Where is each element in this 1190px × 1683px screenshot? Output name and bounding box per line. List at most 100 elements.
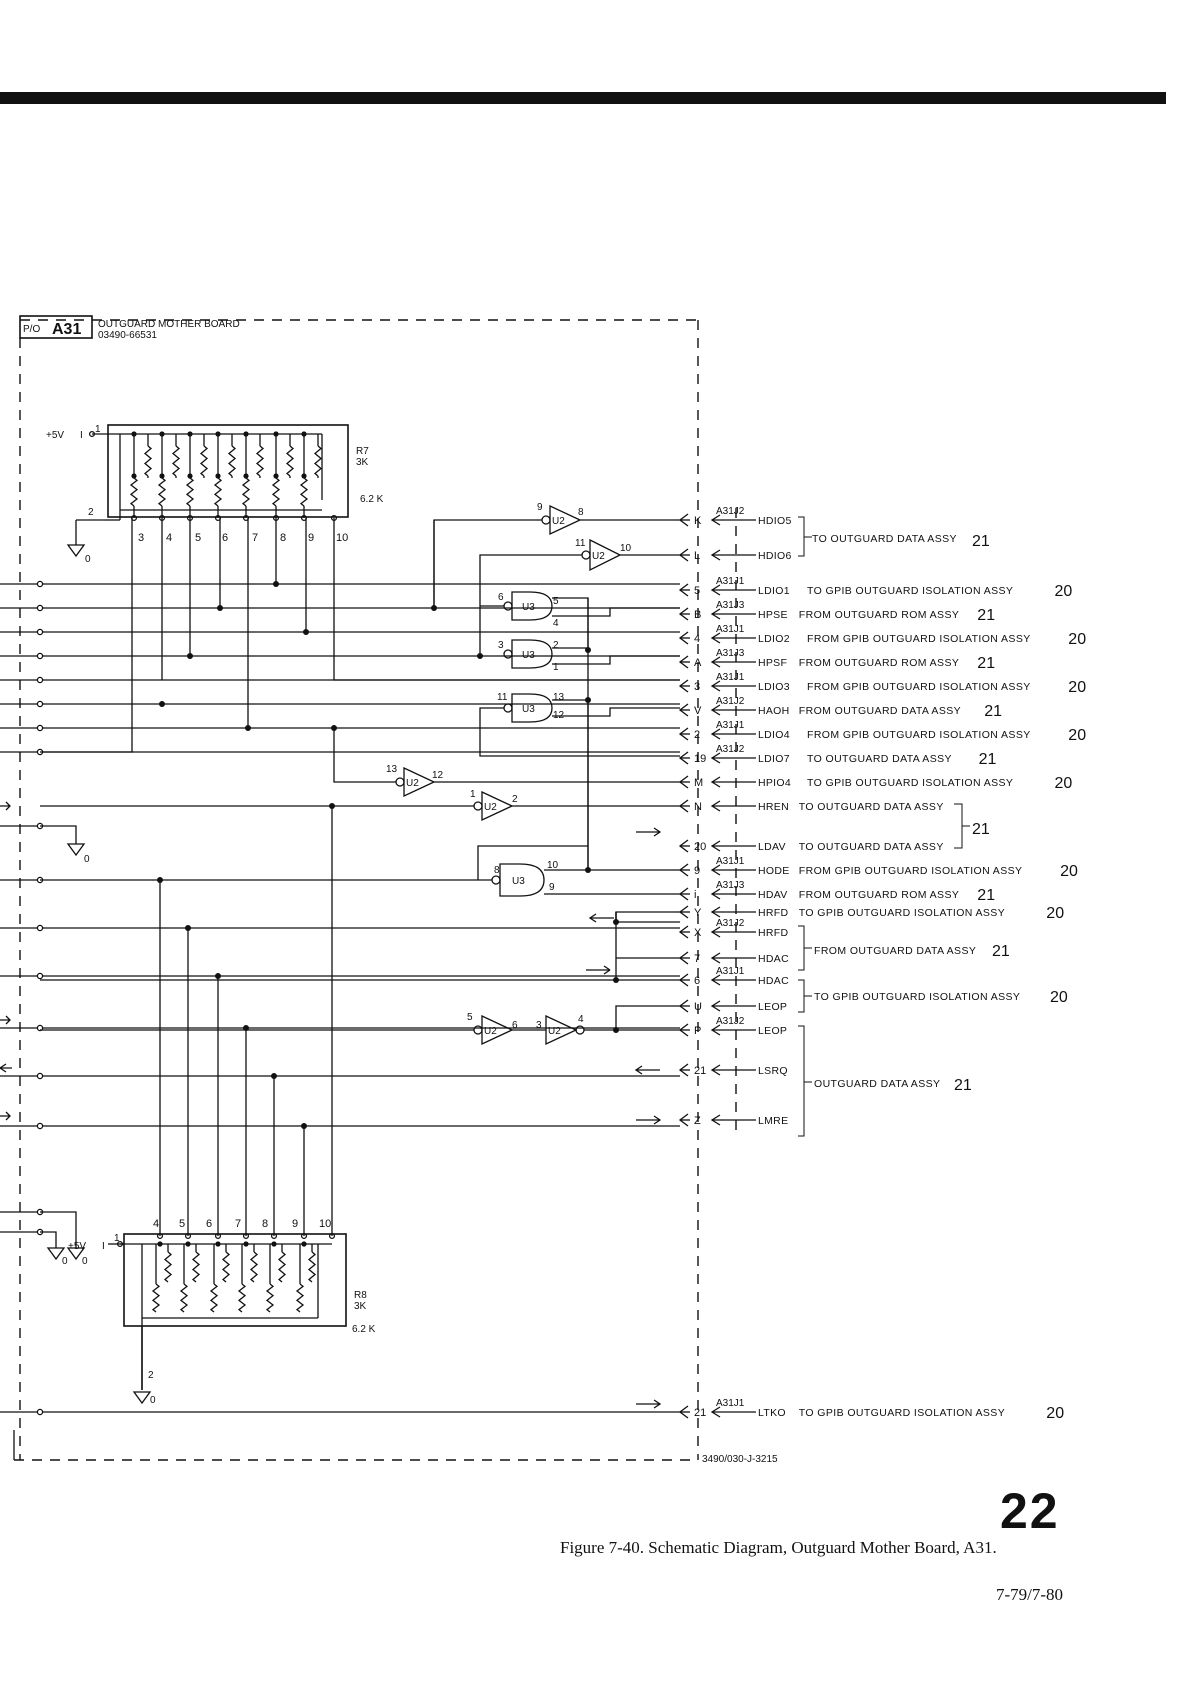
- connector-signal: LDIO3: [758, 681, 790, 693]
- connector-signal: HDIO6: [758, 550, 792, 562]
- connector-signal: LEOP: [758, 1001, 787, 1013]
- left-bus-lines: [0, 580, 680, 1416]
- connector-pin-label: 20: [694, 841, 706, 853]
- connector-signal: LDIO4: [758, 729, 790, 741]
- connector-signal: HREN: [758, 801, 789, 813]
- board-name: OUTGUARD MOTHER BOARD: [98, 319, 240, 330]
- sheet-number: 22: [1000, 1483, 1060, 1539]
- connector-destination: TO GPIB OUTGUARD ISOLATION ASSY: [799, 907, 1005, 919]
- r8-pin-5: 5: [179, 1218, 185, 1230]
- connector-pin-label: 4: [694, 633, 700, 645]
- left-ground-label-2: 0: [62, 1256, 68, 1267]
- bus-line: [0, 652, 44, 660]
- connector-sheet-ref: 20: [1068, 631, 1086, 648]
- connector-destination: TO OUTGUARD DATA ASSY: [799, 841, 944, 853]
- connector-ref: A31J1: [716, 672, 745, 683]
- connector-pin-label: P: [694, 1025, 701, 1037]
- bracket-sheet: 21: [972, 821, 990, 838]
- r7-pin-6: 6: [222, 532, 228, 544]
- figure-caption: Figure 7-40. Schematic Diagram, Outguard…: [560, 1538, 997, 1557]
- connector-sheet-ref: 20: [1068, 727, 1086, 744]
- r8-value-a: 3K: [354, 1301, 367, 1312]
- gate-u3-6-5-4: U3 6 5 4: [480, 591, 680, 870]
- connector-pin-label: 21: [694, 1065, 706, 1077]
- r7-resistor: [213, 431, 237, 522]
- gate-u2-13-12: U2 13 12: [333, 730, 680, 798]
- bracket-groups: TO OUTGUARD DATA ASSY 21 21 FROM OUTGUAR…: [798, 516, 1068, 1137]
- connector-sheet-ref: 21: [977, 655, 995, 672]
- connector-pin-label: 7: [694, 953, 700, 965]
- resistor-pack-wiring: [40, 518, 680, 1236]
- gate-u2-1-2: U2 1 2: [40, 789, 680, 822]
- connector-sheet-ref: 21: [984, 703, 1002, 720]
- connector-sheet-ref: 20: [1068, 679, 1086, 696]
- left-ground-label-3: 0: [82, 1256, 88, 1267]
- r8-resistor: [265, 1232, 287, 1313]
- gate-pin-out: 5: [553, 596, 559, 607]
- bracket-sheet: 20: [1050, 989, 1068, 1006]
- gate-u3-8-10-9: U3 8 10 9: [40, 845, 680, 897]
- gate-pin-out: 12: [432, 770, 444, 781]
- r8-resistor: [209, 1232, 231, 1313]
- r7-resistor: [157, 431, 181, 522]
- gate-pin-out: 10: [620, 543, 632, 554]
- bracket-dest: OUTGUARD DATA ASSY: [814, 1078, 940, 1090]
- connector-signal: LDIO7: [758, 753, 790, 765]
- r8-pin-6: 6: [206, 1218, 212, 1230]
- connector-signal: LTKO: [758, 1407, 786, 1419]
- connector-signal: HPIO4: [758, 777, 791, 789]
- connector-pin-label: Z: [694, 1115, 701, 1127]
- gate-pin-in2: 9: [549, 882, 555, 893]
- gate-ref: U2: [548, 1026, 561, 1037]
- board-ref-prefix: P/O: [23, 324, 40, 335]
- gate-pin-in2: 1: [553, 662, 559, 673]
- connector-signal: LDIO1: [758, 585, 790, 597]
- connector-signal: HDIO5: [758, 515, 792, 527]
- gate-pin-in: 13: [386, 764, 398, 775]
- gate-pin-out: 4: [578, 1014, 584, 1025]
- gate-pin-in1: 8: [494, 865, 500, 876]
- signal-arrows: [0, 801, 662, 1409]
- r8-resistor: [151, 1232, 173, 1313]
- bracket-hrfd-hdac: FROM OUTGUARD DATA ASSY 21: [798, 925, 1010, 971]
- gate-pin-in: 9: [537, 502, 543, 513]
- connector-signal: HDAV: [758, 889, 788, 901]
- connector-destination: TO GPIB OUTGUARD ISOLATION ASSY: [807, 585, 1013, 597]
- bus-line: [0, 748, 44, 756]
- bus-line: [0, 1208, 44, 1216]
- r7-pin-8: 8: [280, 532, 286, 544]
- gate-pin-out: 8: [578, 507, 584, 518]
- r8-pin-1: 1: [114, 1233, 120, 1244]
- drawing-number: 3490/030-J-3215: [702, 1454, 778, 1465]
- connector-pin-label: X: [694, 927, 702, 939]
- r7-resistor: [129, 431, 153, 522]
- connector-pin-label: 3: [694, 681, 700, 693]
- gate-u3-3-2-1: U3 3 2 1: [498, 639, 680, 673]
- connector-destination: TO OUTGUARD DATA ASSY: [807, 753, 952, 765]
- bus-line: [0, 822, 44, 830]
- bus-line: [0, 724, 44, 732]
- board-part-number: 03490-66531: [98, 330, 157, 341]
- r7-pin-10: 10: [336, 532, 348, 544]
- bracket-sheet: 21: [954, 1077, 972, 1094]
- gate-pin-in1: 3: [498, 640, 504, 651]
- connector-pin-label: 5: [694, 585, 700, 597]
- connector-sheet-ref: 21: [979, 751, 997, 768]
- connector-signal: HODE: [758, 865, 790, 877]
- r8-power-suffix: I: [102, 1241, 105, 1252]
- connector-pin-label: 2: [694, 729, 700, 741]
- r8-ground-label: 0: [150, 1395, 156, 1406]
- bracket-dest: TO OUTGUARD DATA ASSY: [812, 533, 957, 545]
